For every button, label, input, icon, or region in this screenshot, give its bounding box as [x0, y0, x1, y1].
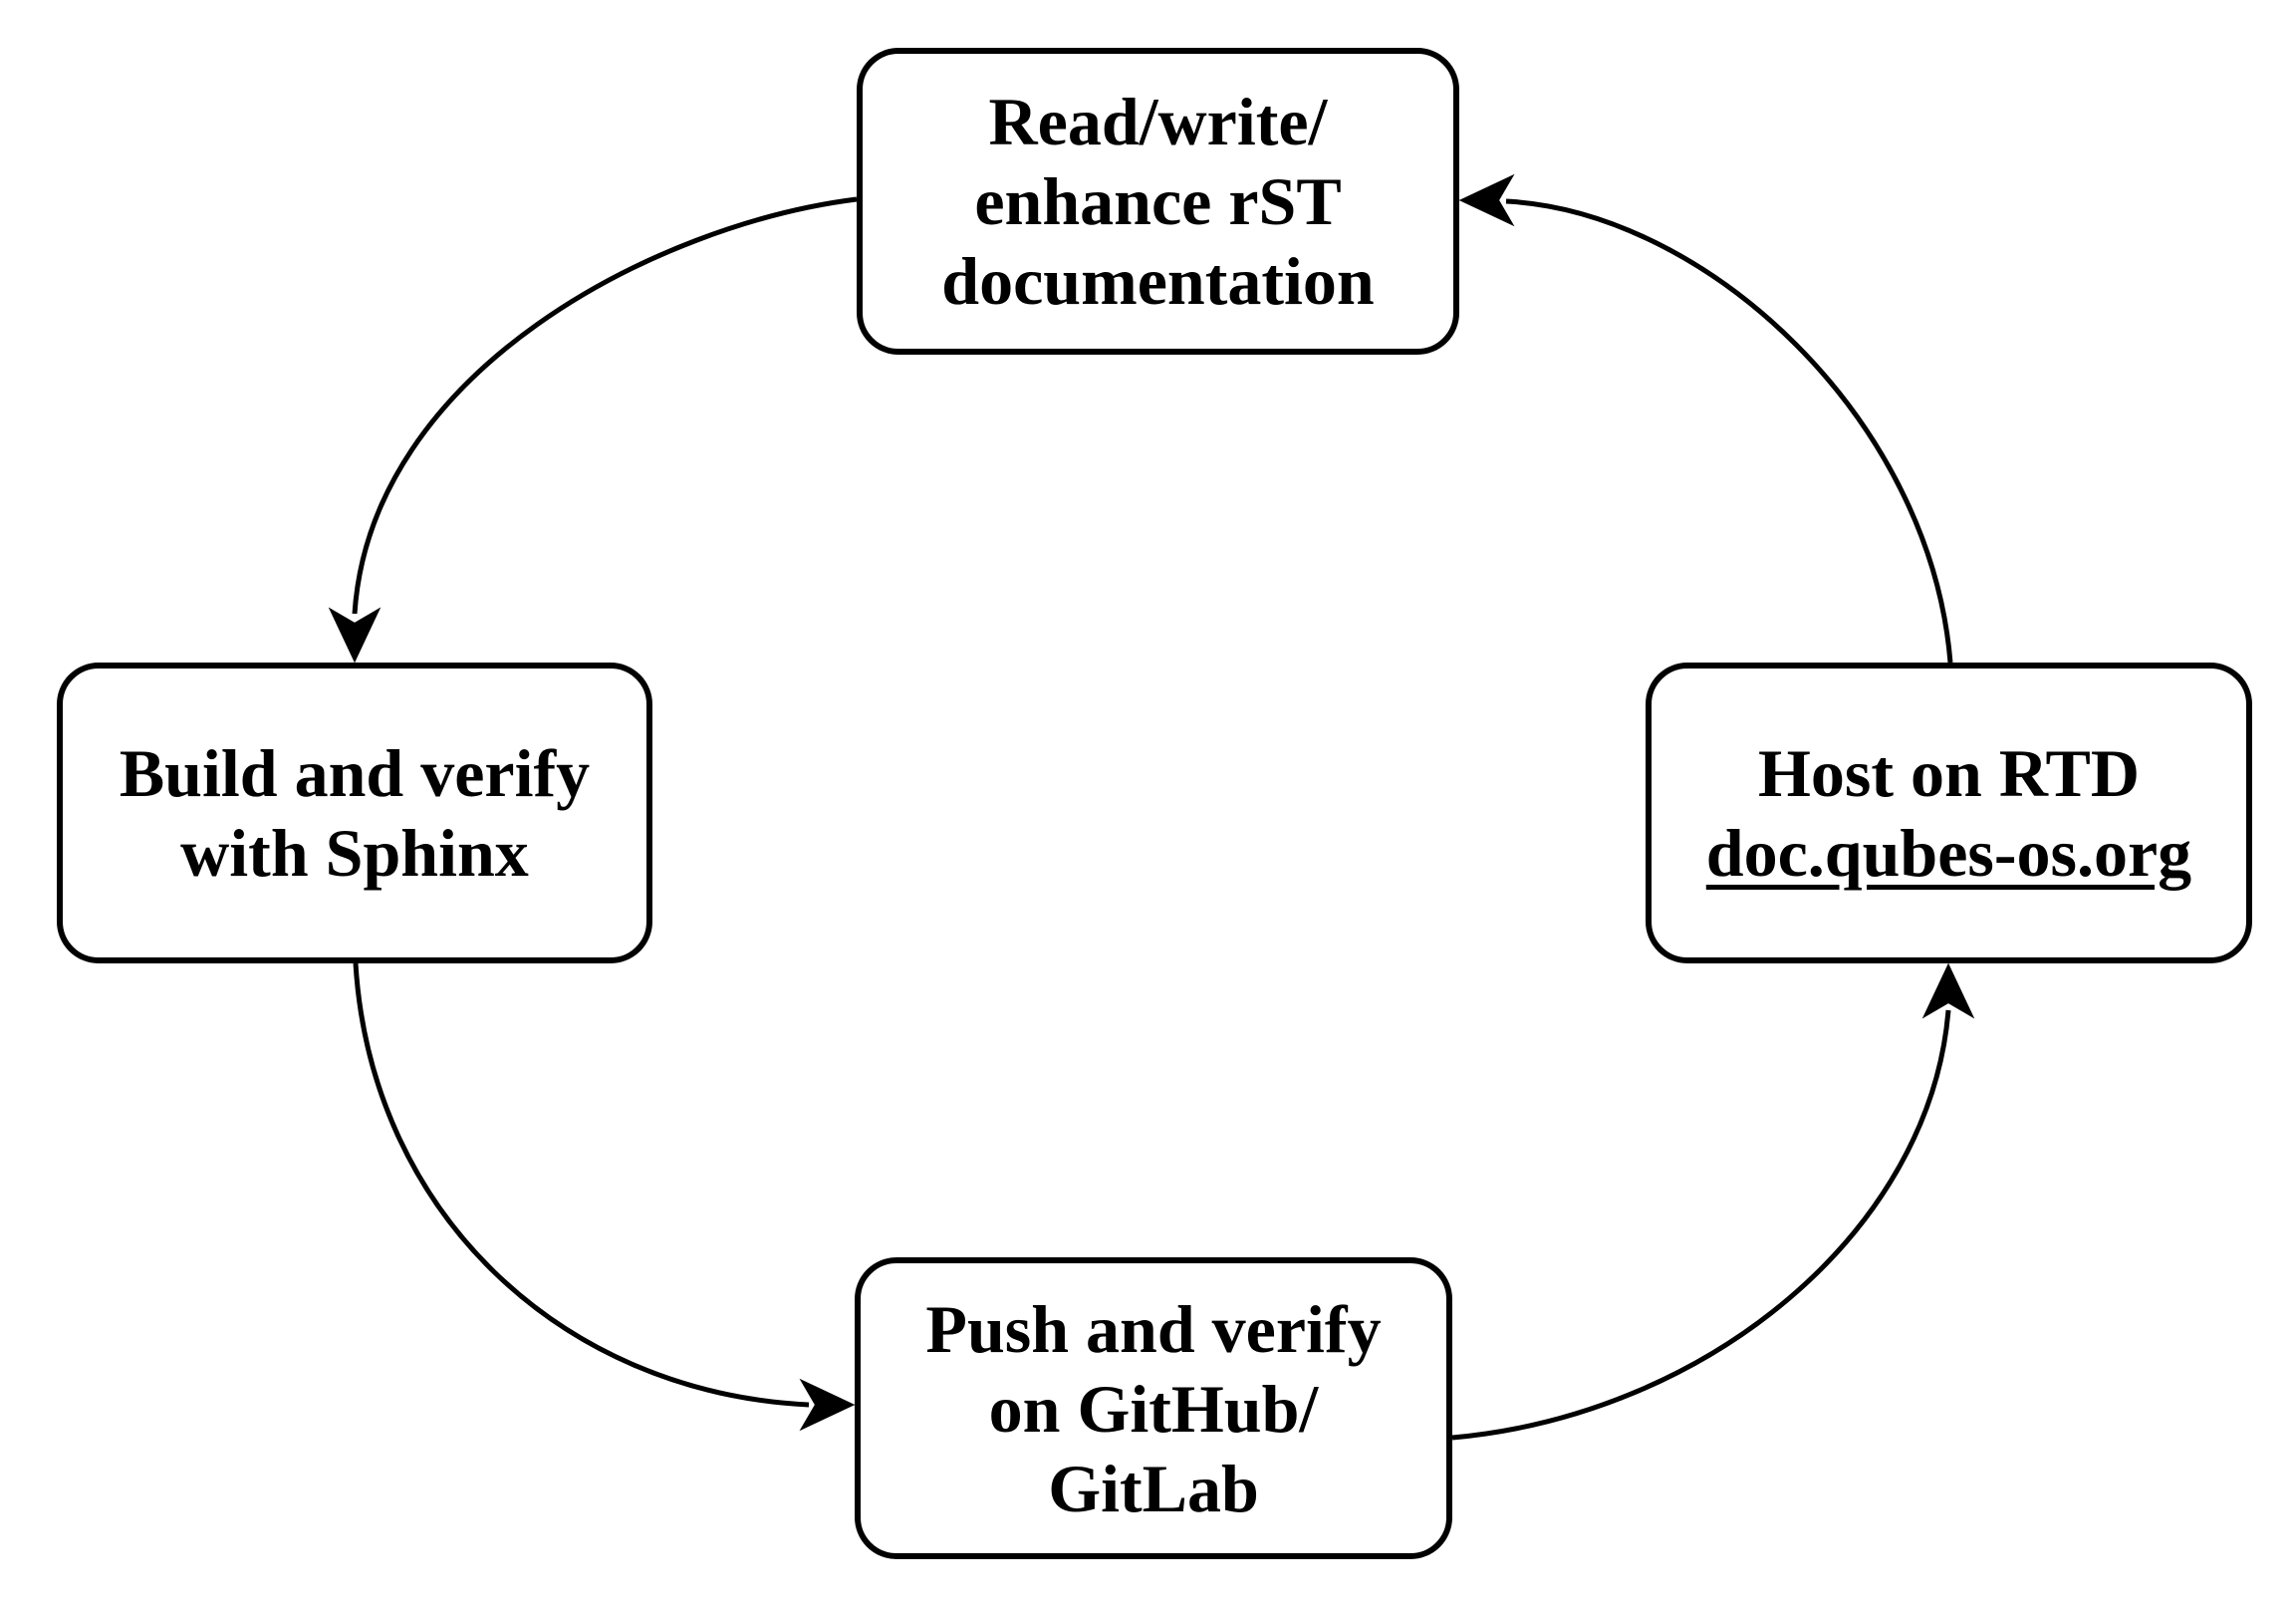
- node-label-line: Host on RTD: [1758, 735, 2140, 811]
- edge-build-to-push: [353, 962, 810, 1408]
- node-label-line: Build and verify: [119, 735, 591, 811]
- doc-qubes-os-link[interactable]: doc.qubes-os.org: [1705, 815, 2192, 891]
- edge-push-to-host: [1451, 1009, 1951, 1441]
- arrowhead-right-icon: [799, 1378, 856, 1432]
- node-label-line: on GitHub/: [988, 1370, 1319, 1447]
- node-read-write-rst: Read/write/ enhance rST documentation: [857, 48, 1459, 355]
- node-push-github-gitlab: Push and verify on GitHub/ GitLab: [855, 1257, 1452, 1559]
- node-host-rtd: Host on RTD doc.qubes-os.org: [1646, 663, 2252, 963]
- edge-host-to-readwrite: [1505, 198, 1953, 664]
- node-label-line: enhance rST: [974, 163, 1342, 239]
- node-label-line: with Sphinx: [180, 815, 529, 891]
- node-label-line: documentation: [941, 243, 1375, 319]
- arrowhead-down-icon: [328, 607, 382, 664]
- arrowhead-left-icon: [1458, 173, 1515, 227]
- node-label-line: Push and verify: [925, 1290, 1382, 1367]
- arrowhead-up-icon: [1921, 962, 1975, 1019]
- edge-readwrite-to-build: [352, 196, 858, 615]
- node-label-line: Read/write/: [988, 84, 1328, 159]
- node-label-line: GitLab: [1048, 1450, 1259, 1526]
- node-build-sphinx: Build and verify with Sphinx: [57, 663, 652, 963]
